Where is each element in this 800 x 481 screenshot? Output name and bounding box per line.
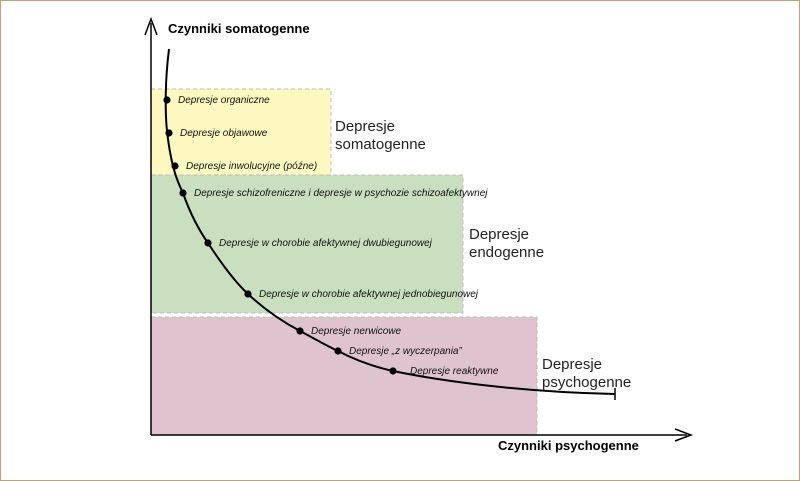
y-axis-arrow <box>144 16 158 36</box>
region-psychogenic-label-1: Depresje <box>542 356 602 373</box>
y-axis-label: Czynniki somatogenne <box>168 21 310 36</box>
point-reactive <box>389 367 397 375</box>
region-endogenous-label-1: Depresje <box>469 226 529 243</box>
point-symptomatic <box>165 129 173 137</box>
point-label-neurotic: Depresje nerwicowe <box>311 326 401 337</box>
point-organic <box>163 96 171 104</box>
x-axis-arrow <box>674 428 694 442</box>
x-axis-label: Czynniki psychogenne <box>498 438 639 453</box>
region-somatogenic <box>150 88 332 176</box>
region-psychogenic-label-2: psychogenne <box>542 374 631 391</box>
point-label-schizophrenic: Depresje schizofreniczne i depresje w ps… <box>194 188 488 199</box>
region-endogenous <box>150 174 464 314</box>
point-label-symptomatic: Depresje objawowe <box>180 128 268 139</box>
point-label-exhaustion: Depresje „z wyczerpania” <box>349 346 462 357</box>
point-label-reactive: Depresje reaktywne <box>410 366 499 377</box>
point-unipolar <box>244 290 252 298</box>
point-label-bipolar: Depresje w chorobie afektywnej dwubiegun… <box>219 238 433 249</box>
point-label-organic: Depresje organiczne <box>178 95 270 106</box>
point-neurotic <box>296 327 304 335</box>
point-schizophrenic <box>179 189 187 197</box>
point-involutional <box>171 162 179 170</box>
spectrum-curve <box>164 48 616 395</box>
region-endogenous-label-2: endogenne <box>469 244 544 261</box>
point-exhaustion <box>334 347 342 355</box>
point-label-unipolar: Depresje w chorobie afektywnej jednobieg… <box>259 289 479 300</box>
region-somatogenic-label-1: Depresje <box>335 118 395 135</box>
region-somatogenic-label-2: somatogenne <box>335 136 426 153</box>
point-label-involutional: Depresje inwolucyjne (późne) <box>186 161 317 172</box>
point-bipolar <box>204 239 212 247</box>
